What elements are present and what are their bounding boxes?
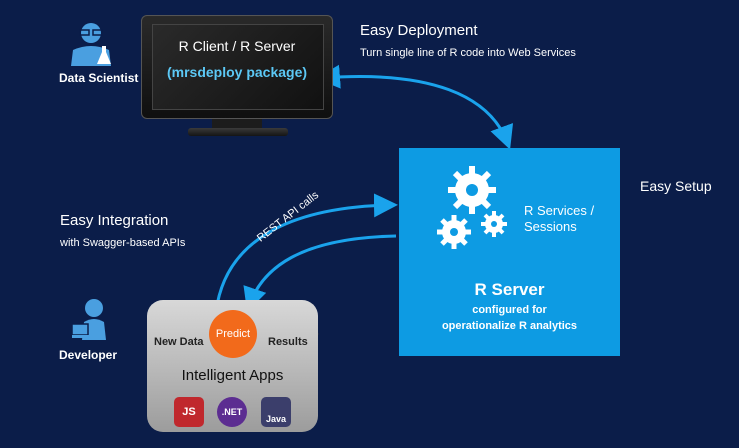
rest-call-arrow <box>214 193 398 313</box>
r-server-desc2: operationalize R analytics <box>441 320 578 332</box>
predict-node: Predict <box>209 310 257 358</box>
r-server-box <box>399 148 620 356</box>
easy-setup-title: Easy Setup <box>640 178 712 194</box>
easy-integration-title: Easy Integration <box>60 212 169 229</box>
results-label: Results <box>268 336 308 348</box>
easy-deployment-subtitle: Turn single line of R code into Web Serv… <box>360 47 576 59</box>
java-icon: Java <box>261 397 291 427</box>
monitor-subtitle: (mrsdeploy package) <box>166 64 308 80</box>
java-icon-text: Java <box>265 414 287 424</box>
gears-icon <box>436 162 516 254</box>
easy-integration-subtitle: with Swagger-based APIs <box>60 237 186 249</box>
dotnet-icon: .NET <box>217 397 247 427</box>
monitor-screen <box>152 24 324 110</box>
js-icon-text: JS <box>182 406 196 418</box>
intelligent-apps-title: Intelligent Apps <box>181 367 284 384</box>
r-server-desc1: configured for <box>472 304 547 316</box>
new-data-label: New Data <box>154 336 204 348</box>
deployment-arrow <box>316 64 514 150</box>
monitor-title: R Client / R Server <box>178 38 296 54</box>
data-scientist-icon <box>66 20 116 66</box>
dotnet-icon-text: .NET <box>221 407 243 417</box>
predict-label: Predict <box>215 328 251 340</box>
developer-icon <box>72 298 112 340</box>
js-icon: JS <box>174 397 204 427</box>
monitor-stand <box>212 119 262 129</box>
r-services-line1: R Services / <box>524 203 595 218</box>
r-server-title: R Server <box>474 280 545 299</box>
data-scientist-label: Data Scientist <box>59 71 139 85</box>
developer-label: Developer <box>59 348 118 362</box>
r-services-line2: Sessions <box>524 219 577 234</box>
monitor-base <box>188 128 288 136</box>
rest-response-arrow <box>243 234 397 312</box>
easy-deployment-title: Easy Deployment <box>360 22 478 39</box>
